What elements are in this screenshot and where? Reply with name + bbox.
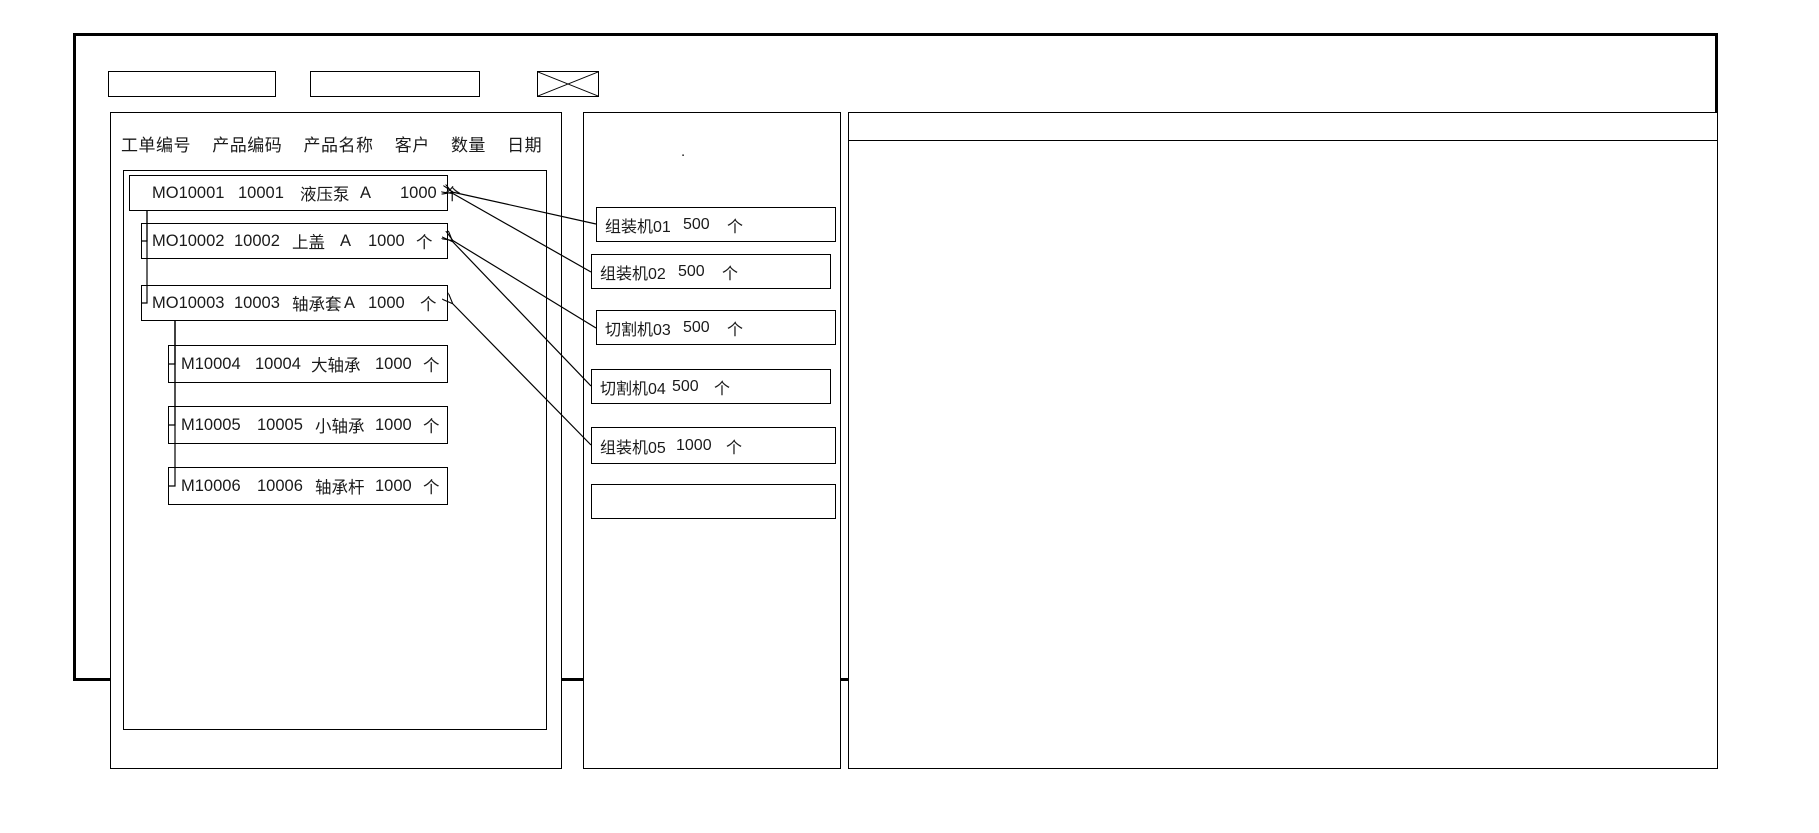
machine-card[interactable]: 组装机02 500 个 xyxy=(591,254,831,289)
qty: 1000 xyxy=(368,231,405,250)
product-name: 小轴承 xyxy=(315,418,365,436)
unit: 个 xyxy=(423,479,440,497)
machine-name: 组装机05 xyxy=(600,439,666,457)
machine-card[interactable]: 切割机04 500 个 xyxy=(591,369,831,404)
detail-panel-header-divider xyxy=(849,140,1717,141)
unit: 个 xyxy=(444,186,461,204)
product-name: 上盖 xyxy=(292,234,325,252)
column-date: 日期 xyxy=(507,136,543,155)
column-product-name: 产品名称 xyxy=(303,136,374,155)
machine-unit: 个 xyxy=(722,265,739,283)
detail-panel xyxy=(848,112,1718,769)
product-code: 10004 xyxy=(255,354,301,373)
work-order-row-level2[interactable]: M10004 10004 大轴承 1000 个 xyxy=(168,345,448,383)
machine-unit: 个 xyxy=(726,439,743,457)
machine-unit: 个 xyxy=(727,321,744,339)
qty: 1000 xyxy=(375,415,412,434)
product-name: 轴承套 xyxy=(292,296,342,314)
work-order-row-level2[interactable]: M10006 10006 轴承杆 1000 个 xyxy=(168,467,448,505)
order-no: M10006 xyxy=(181,476,241,495)
machine-card[interactable]: 组装机01 500 个 xyxy=(596,207,836,242)
machine-name: 组装机02 xyxy=(600,265,666,283)
order-no: MO10002 xyxy=(152,231,225,250)
product-code: 10006 xyxy=(257,476,303,495)
work-order-row-level2[interactable]: M10005 10005 小轴承 1000 个 xyxy=(168,406,448,444)
machine-name: 切割机04 xyxy=(600,380,666,398)
detail-panel-header xyxy=(849,113,1717,140)
product-code: 10001 xyxy=(238,183,284,202)
work-order-column-headers: 工单编号 产品编码 产品名称 客户 数量 日期 xyxy=(121,131,542,156)
machine-card[interactable]: 组装机05 1000 个 xyxy=(591,427,836,464)
machine-card-empty[interactable] xyxy=(591,484,836,519)
machine-unit: 个 xyxy=(714,380,731,398)
qty: 1000 xyxy=(400,183,437,202)
product-code: 10005 xyxy=(257,415,303,434)
toolbar-field-two[interactable] xyxy=(310,71,480,97)
machine-card[interactable]: 切割机03 500 个 xyxy=(596,310,836,345)
product-name: 大轴承 xyxy=(311,357,361,375)
machine-qty: 500 xyxy=(683,215,710,233)
image-placeholder-icon[interactable] xyxy=(537,71,599,97)
qty: 1000 xyxy=(368,293,405,312)
machine-name: 切割机03 xyxy=(605,321,671,339)
product-name: 液压泵 xyxy=(300,186,350,204)
qty: 1000 xyxy=(375,354,412,373)
customer: A xyxy=(360,183,372,202)
product-code: 10002 xyxy=(234,231,280,250)
work-order-row-level1[interactable]: MO10002 10002 上盖 A 1000 个 xyxy=(141,223,448,259)
mid-panel-marker: . xyxy=(681,143,686,160)
unit: 个 xyxy=(420,296,437,314)
qty: 1000 xyxy=(375,476,412,495)
unit: 个 xyxy=(423,357,440,375)
product-name: 轴承杆 xyxy=(315,479,365,497)
machine-qty: 1000 xyxy=(676,436,712,454)
work-order-row-level0[interactable]: MO10001 10001 液压泵 A 1000 个 xyxy=(129,175,461,211)
unit: 个 xyxy=(416,234,433,252)
customer: A xyxy=(340,231,352,250)
machine-qty: 500 xyxy=(672,377,699,395)
detail-panel-body[interactable] xyxy=(849,141,1717,768)
toolbar-field-one[interactable] xyxy=(108,71,276,97)
column-product-code: 产品编码 xyxy=(212,136,283,155)
machine-name: 组装机01 xyxy=(605,218,671,236)
order-no: M10004 xyxy=(181,354,241,373)
work-order-row-level1[interactable]: MO10003 10003 轴承套 A 1000 个 xyxy=(141,285,448,321)
order-no: MO10003 xyxy=(152,293,225,312)
machine-qty: 500 xyxy=(683,318,710,336)
column-customer: 客户 xyxy=(394,136,430,155)
order-no: MO10001 xyxy=(152,183,225,202)
machine-qty: 500 xyxy=(678,262,705,280)
machine-unit: 个 xyxy=(727,218,744,236)
column-qty: 数量 xyxy=(450,136,486,155)
customer: A xyxy=(344,293,356,312)
column-order-no: 工单编号 xyxy=(121,136,191,155)
unit: 个 xyxy=(423,418,440,436)
order-no: M10005 xyxy=(181,415,241,434)
product-code: 10003 xyxy=(234,293,280,312)
